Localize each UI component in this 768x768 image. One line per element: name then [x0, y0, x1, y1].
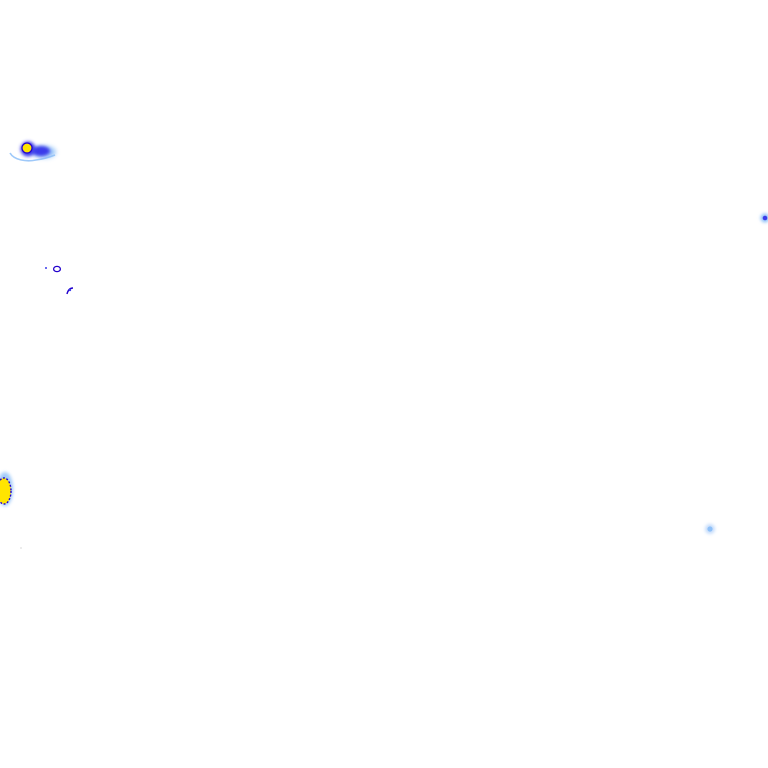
- upper-left-blob-tail: [32, 146, 50, 156]
- faint-dot: [20, 547, 22, 549]
- upper-left-blob-core: [21, 142, 33, 154]
- right-edge-speck: [760, 213, 768, 223]
- upper-left-blob: [9, 141, 56, 162]
- small-contour-a: [45, 265, 62, 273]
- small-contour-b: [66, 287, 74, 295]
- left-edge-blob-core: [0, 477, 12, 505]
- lower-right-speck: [705, 524, 715, 534]
- left-edge-blob: [0, 472, 13, 506]
